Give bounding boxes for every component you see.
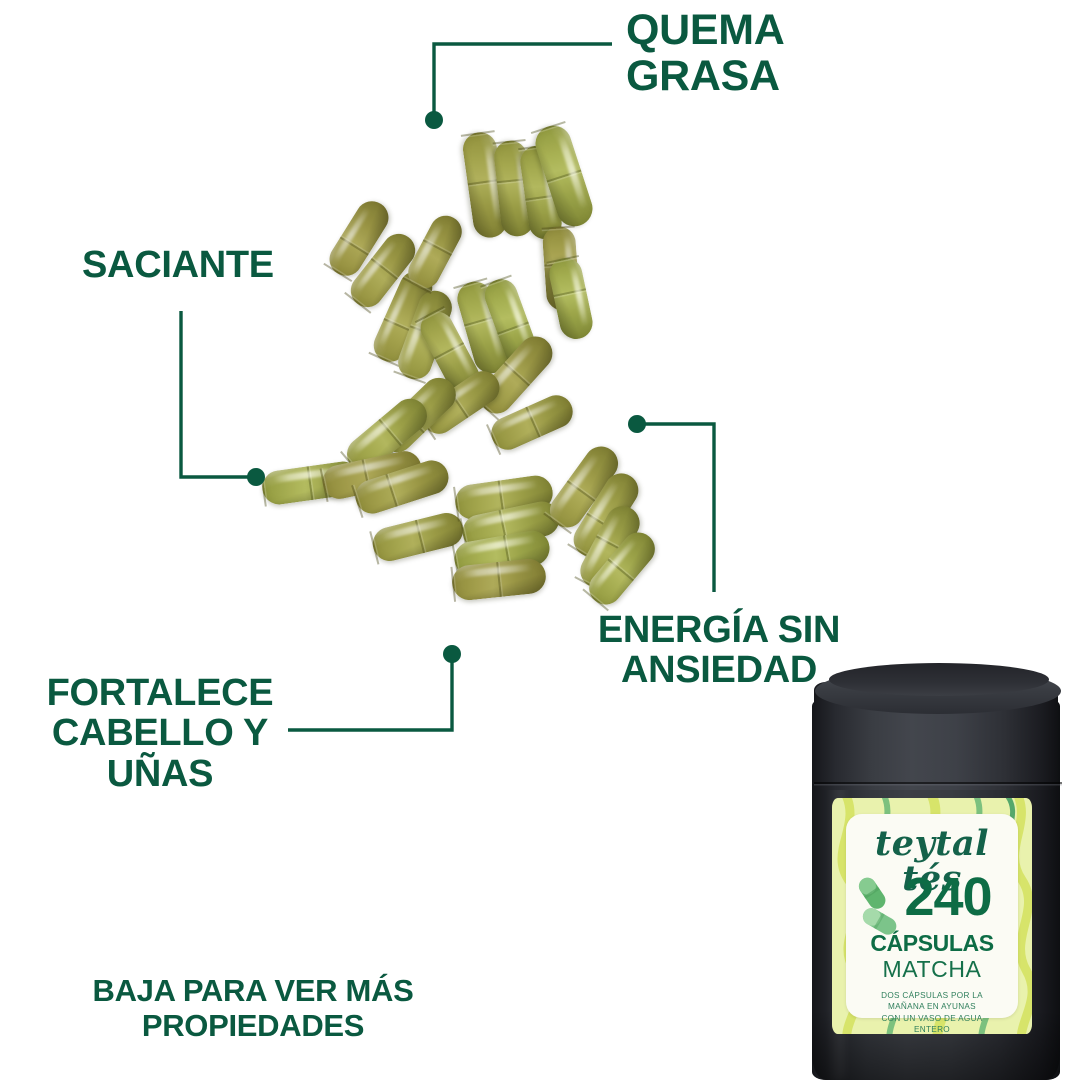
jar-lid-rim [815,663,1061,714]
capsule-seam [553,288,587,298]
capsule-seam [607,558,635,582]
capsule-seam [434,342,465,360]
capsule [546,254,596,343]
brand-logo-text: teytal tés [875,823,989,899]
capsule-pair-icon [858,877,897,935]
jar-label: teytal tés 240 CÁPSULAS [832,798,1032,1034]
capsule-seam [422,239,452,257]
capsule-seam [378,418,402,447]
capsule-seam [370,258,398,281]
capsule-unit-label: CÁPSULAS [870,930,994,956]
jar-lid-seam [814,782,1062,784]
capsule-seam [503,362,530,387]
callout-fortalece-cabello-unas: FORTALECE CABELLO Y UÑAS [46,672,274,795]
capsule-count: 240 [904,867,992,927]
capsule-seam [385,473,399,507]
capsule-seam [497,321,529,335]
capsule-seam [306,466,314,501]
jar-lid [814,663,1062,790]
dosage-directions: DOS CÁPSULAS POR LA MAÑANA EN AYUNAS CON… [881,991,983,1034]
callout-quema-grasa: QUEMA GRASA [626,6,785,100]
callout-energia-sin-ansiedad: ENERGÍA SIN ANSIEDAD [597,609,841,692]
capsule-seam [546,169,582,183]
callout-saciante: SACIANTE [82,244,274,286]
product-jar: teytal tés 240 CÁPSULAS [812,663,1062,1080]
capsule-seam [525,406,541,438]
capsule-seam [496,561,502,598]
capsule-seam [339,236,369,256]
jar-lid-top-surface [829,663,1049,696]
flavor-label: MATCHA [882,956,982,982]
capsule-seam [414,519,425,554]
label-white-card: teytal tés 240 CÁPSULAS [846,814,1018,1034]
capsule-seam [566,479,596,502]
capsule [369,509,467,565]
scroll-cta-text: BAJA PARA VER MÁS PROPIEDADES [92,973,414,1043]
